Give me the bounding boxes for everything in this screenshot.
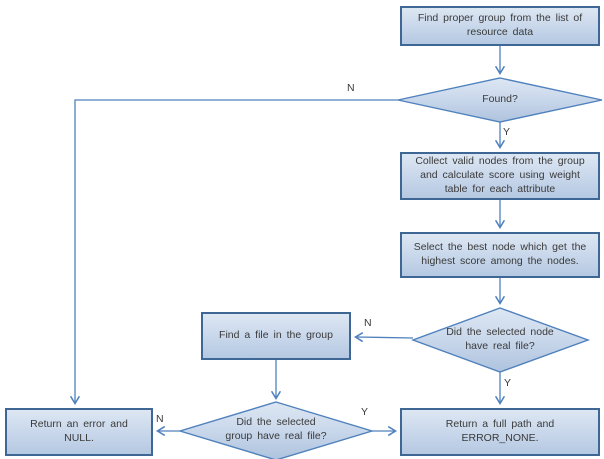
step-find-file-in-group: Find a file in the group [201,312,351,360]
step-return-error-null: Return an error and NULL. [5,408,153,456]
branch-label-group-yes: Y [361,406,369,418]
branch-label-group-no: N [156,413,164,425]
node-has-file-decision-diamond [410,307,591,373]
edge-found-no [69,99,398,406]
step-select-best-node: Select the best node which get the highe… [400,232,600,278]
branch-label-found-no: N [347,82,355,94]
edge-nodefile-no [353,332,414,343]
step-find-proper-group: Find proper group from the list of resou… [400,6,600,46]
step-return-full-path: Return a full path and ERROR_NONE. [400,408,600,456]
found-decision-diamond [397,77,603,123]
branch-label-found-yes: Y [503,126,511,138]
branch-label-node-yes: Y [504,377,512,389]
group-has-file-decision-diamond [177,401,375,459]
step-collect-valid-nodes: Collect valid nodes from the group and c… [400,152,600,200]
branch-label-node-no: N [364,317,372,329]
